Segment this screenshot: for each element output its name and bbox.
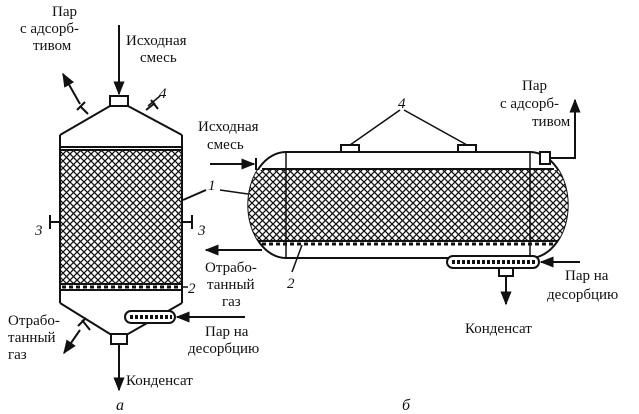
spent-gas-arrow-a bbox=[63, 329, 81, 355]
steam-label-a-line2: десорбцию bbox=[188, 341, 259, 357]
callout-1: 1 bbox=[208, 178, 216, 194]
horizontal-adsorber bbox=[247, 144, 569, 277]
vapor-out-label-a-line1: Пар bbox=[52, 4, 77, 20]
vapor-out-arrow-a bbox=[62, 72, 81, 105]
vessel-a-adsorbent-bed bbox=[61, 150, 181, 283]
callout-4-b: 4 bbox=[398, 96, 406, 112]
vessel-b-adsorbent-bed bbox=[248, 170, 568, 241]
horizontal-adsorber-arrows bbox=[204, 98, 581, 306]
vapor-out-label-b-line3: тивом bbox=[532, 114, 571, 130]
spent-gas-label-b-line3: газ bbox=[222, 294, 241, 310]
condensate-label-a: Конденсат bbox=[126, 373, 193, 389]
vertical-adsorber bbox=[49, 95, 193, 345]
steam-label-b-line1: Пар на bbox=[565, 268, 609, 284]
condensate-label-b: Конденсат bbox=[465, 321, 532, 337]
callout-2-b: 2 bbox=[287, 276, 295, 292]
feed-label-a-line1: Исходная bbox=[126, 33, 187, 49]
spent-gas-label-b-line2: танный bbox=[207, 277, 255, 293]
feed-label-a-line2: смесь bbox=[140, 50, 177, 66]
vertical-adsorber-arrows bbox=[62, 25, 245, 392]
feed-label-b-line2: смесь bbox=[207, 137, 244, 153]
vapor-out-label-a-line2: с адсорб- bbox=[20, 21, 79, 37]
vessel-a-condensate-nozzle bbox=[110, 333, 128, 345]
callout-4-a: 4 bbox=[159, 86, 167, 102]
vessel-a-feed-nozzle bbox=[109, 95, 129, 107]
vapor-out-label-b-line2: с адсорб- bbox=[500, 96, 559, 112]
callout-3-right: 3 bbox=[197, 223, 206, 239]
steam-label-b-line2: десорбцию bbox=[547, 287, 618, 303]
callout-2-a: 2 bbox=[188, 281, 196, 297]
spent-gas-label-b-line1: Отрабо- bbox=[205, 260, 257, 276]
spent-gas-label-a-line2: танный bbox=[8, 330, 56, 346]
caption-a: а bbox=[116, 397, 124, 414]
spent-gas-label-a-line1: Отрабо- bbox=[8, 313, 60, 329]
spent-gas-label-a-line3: газ bbox=[8, 347, 27, 363]
vessel-a-shell bbox=[59, 135, 183, 303]
vessel-a-top-dome bbox=[59, 105, 183, 136]
caption-b: б bbox=[402, 397, 411, 414]
callout-3-left: 3 bbox=[34, 223, 43, 239]
feed-label-b-line1: Исходная bbox=[198, 119, 259, 135]
steam-label-a-line1: Пар на bbox=[205, 324, 249, 340]
vapor-out-label-a-line3: тивом bbox=[33, 38, 72, 54]
vapor-out-arrow-b bbox=[550, 98, 581, 159]
vapor-out-label-b-line1: Пар bbox=[522, 78, 547, 94]
